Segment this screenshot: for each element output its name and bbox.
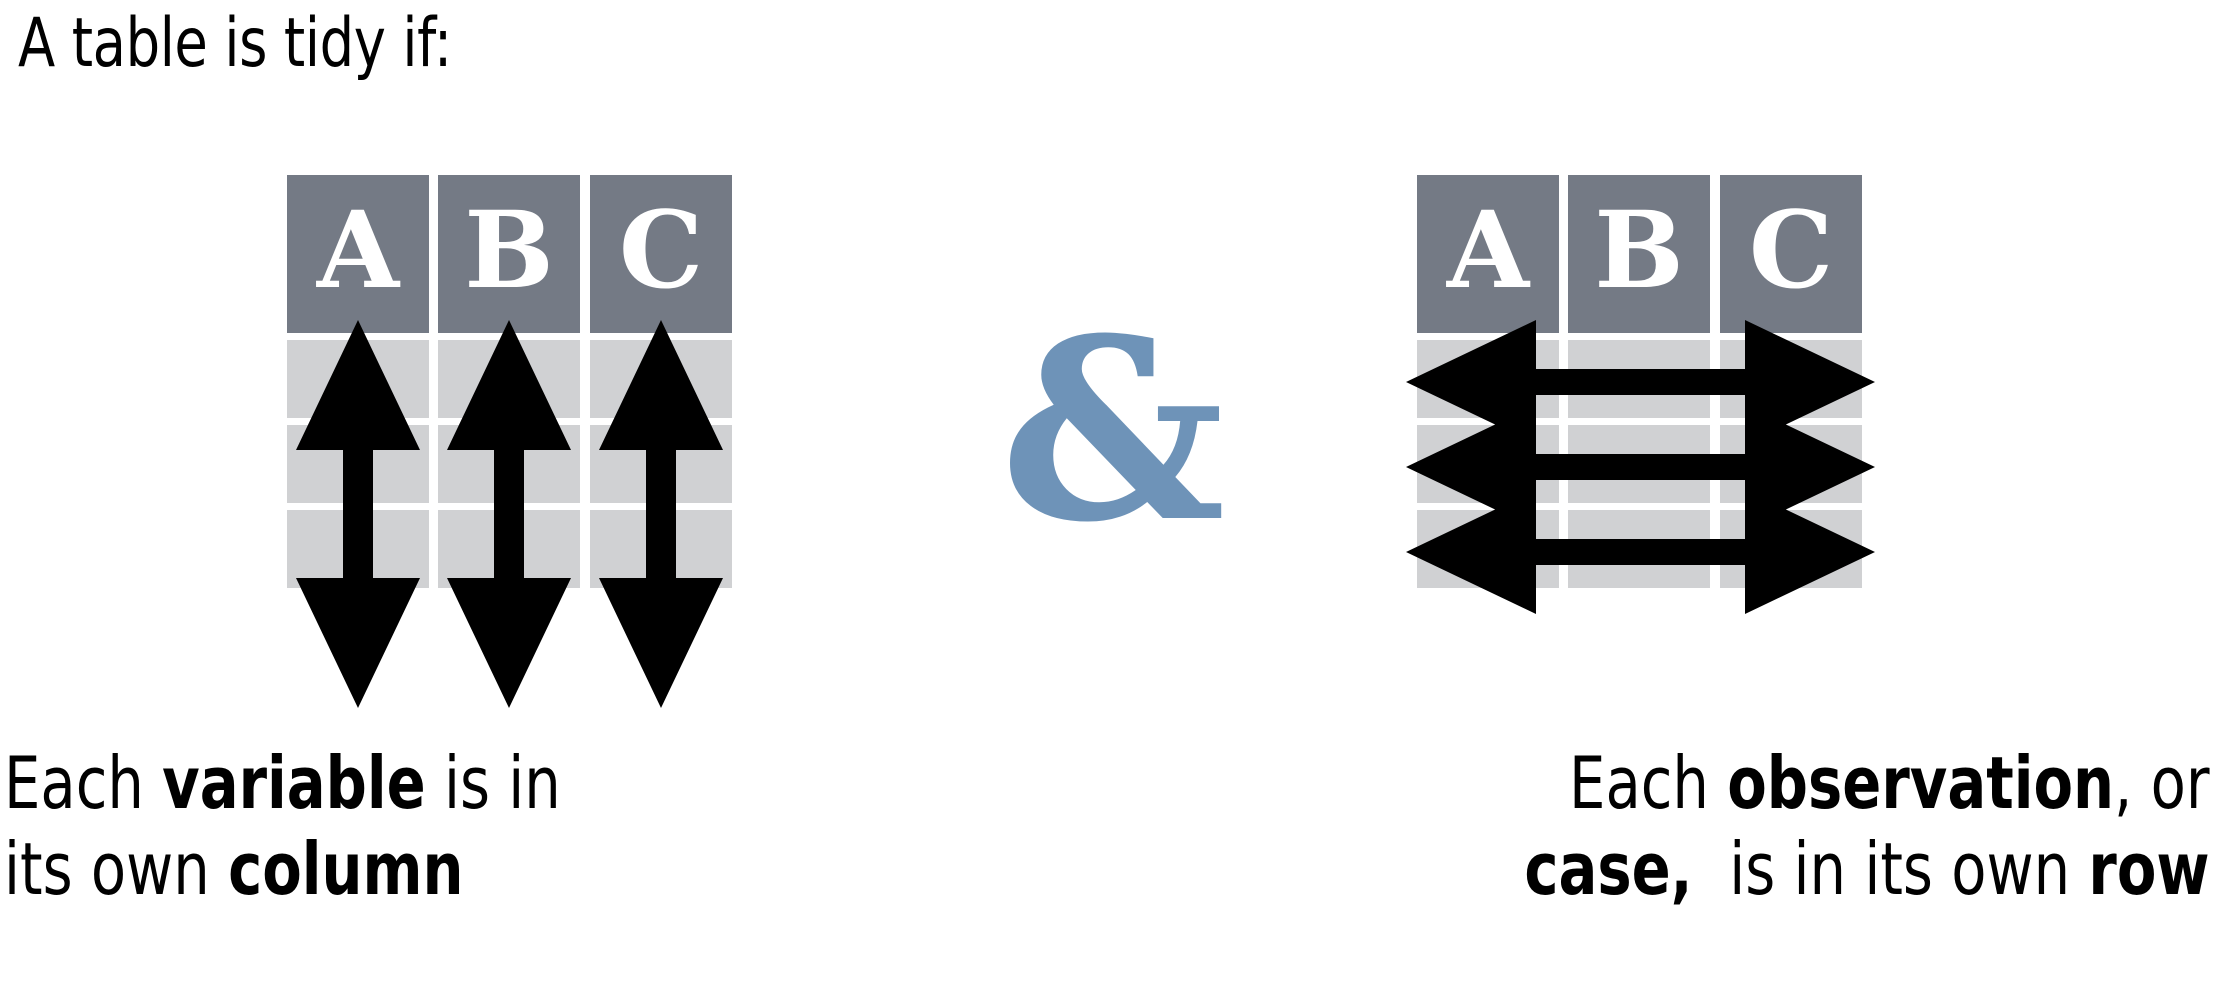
left-table-cell: [287, 510, 429, 588]
column-letter-b: B: [1594, 187, 1684, 312]
right-caption-keyword-case: case,: [1524, 827, 1693, 911]
right-table-cell: [1417, 425, 1559, 503]
left-caption-keyword-column: column: [228, 827, 464, 911]
left-table-header-cell-b: B: [438, 175, 580, 333]
right-table-cell: [1417, 340, 1559, 418]
right-table: A B C: [1417, 175, 1867, 670]
left-table-cell: [438, 510, 580, 588]
right-table-cell: [1720, 510, 1862, 588]
left-table-cell: [590, 510, 732, 588]
left-table: A B C: [287, 175, 737, 670]
right-table-cell: [1720, 340, 1862, 418]
column-letter-a: A: [316, 187, 400, 312]
left-table-cell: [438, 425, 580, 503]
left-caption-line-2: its own column: [4, 826, 561, 912]
left-caption-l2-p1: its own: [4, 827, 229, 911]
right-table-header-cell-c: C: [1720, 175, 1862, 333]
right-caption-l1-p3: , or: [2114, 741, 2210, 825]
right-caption-keyword-observation: observation: [1727, 741, 2115, 825]
right-caption-line-1: Each observation, or: [1525, 740, 2210, 826]
left-caption-keyword-variable: variable: [162, 741, 426, 825]
left-table-cell: [590, 425, 732, 503]
right-table-cell: [1568, 425, 1710, 503]
column-letter-c: C: [618, 187, 704, 312]
right-table-header-cell-a: A: [1417, 175, 1559, 333]
left-table-cell: [287, 340, 429, 418]
left-caption-l1-p3: is in: [425, 741, 561, 825]
ampersand-conjunction: &: [1000, 283, 1226, 577]
right-table-cell: [1417, 510, 1559, 588]
right-table-cell: [1568, 510, 1710, 588]
column-letter-b: B: [464, 187, 554, 312]
right-caption: Each observation, or case, is in its own…: [1353, 740, 2210, 912]
left-caption-l1-p1: Each: [4, 741, 163, 825]
left-caption: Each variable is in its own column: [4, 740, 700, 912]
left-table-cell: [287, 425, 429, 503]
page-title: A table is tidy if:: [18, 4, 452, 83]
right-caption-l2-p2: is in its own: [1692, 827, 2089, 911]
left-table-header-cell-a: A: [287, 175, 429, 333]
column-letter-c: C: [1748, 187, 1834, 312]
right-table-cell: [1568, 340, 1710, 418]
right-caption-line-2: case, is in its own row: [1525, 826, 2210, 912]
right-caption-l1-p1: Each: [1569, 741, 1728, 825]
right-table-header-cell-b: B: [1568, 175, 1710, 333]
left-table-cell: [438, 340, 580, 418]
left-caption-line-1: Each variable is in: [4, 740, 561, 826]
left-table-cell: [590, 340, 732, 418]
column-letter-a: A: [1446, 187, 1530, 312]
right-caption-keyword-row: row: [2088, 827, 2210, 911]
right-table-cell: [1720, 425, 1862, 503]
left-table-header-cell-c: C: [590, 175, 732, 333]
